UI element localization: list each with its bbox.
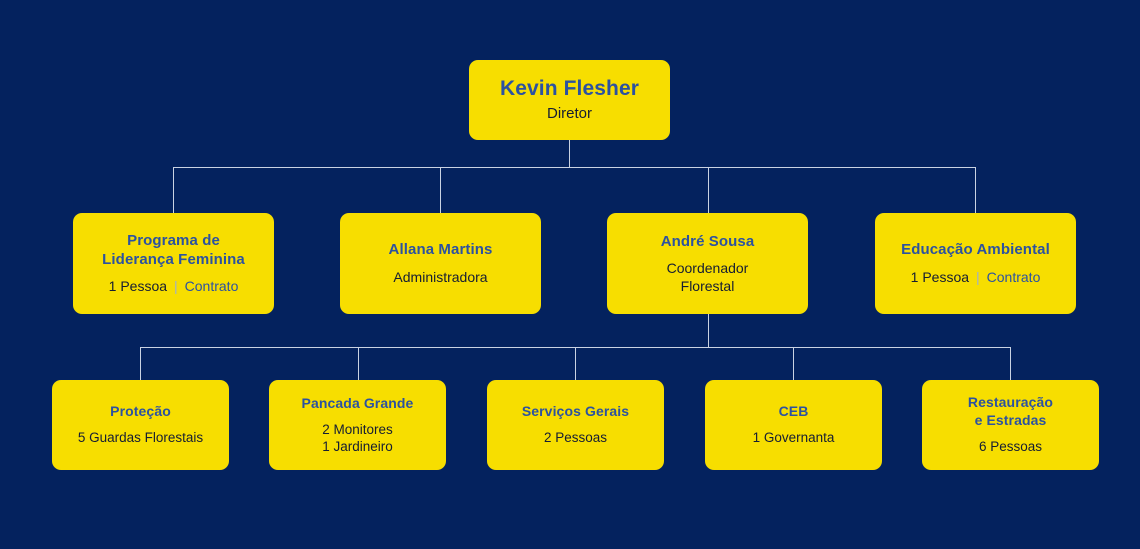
org-node-subtitle: 5 Guardas Florestais	[77, 430, 204, 446]
org-node-subtitle-line2: Florestal	[680, 277, 735, 294]
connector-drop-educacao	[975, 167, 976, 213]
org-node-allana-martins[interactable]: Allana Martins Administradora	[340, 213, 541, 314]
connector-drop-servicos	[575, 347, 576, 380]
org-node-title: Pancada Grande	[301, 394, 414, 411]
org-node-meta: 1 Pessoa | Contrato	[109, 278, 239, 296]
org-node-pancada-grande[interactable]: Pancada Grande 2 Monitores 1 Jardineiro	[269, 380, 446, 470]
org-node-title: Serviços Gerais	[521, 403, 630, 420]
meta-divider: |	[174, 278, 178, 295]
org-node-programa-lideranca-feminina[interactable]: Programa de Liderança Feminina 1 Pessoa …	[73, 213, 274, 314]
connector-drop-protecao	[140, 347, 141, 380]
connector-drop-allana	[440, 167, 441, 213]
org-node-title: Programa de Liderança Feminina	[102, 231, 245, 269]
org-node-restauracao-e-estradas[interactable]: Restauração e Estradas 6 Pessoas	[922, 380, 1099, 470]
org-node-title: Kevin Flesher	[499, 77, 640, 101]
org-node-title-line2: e Estradas	[974, 412, 1047, 429]
org-node-title-line1: Restauração	[967, 394, 1054, 411]
org-node-contract-type: Contrato	[986, 268, 1041, 285]
org-node-ceb[interactable]: CEB 1 Governanta	[705, 380, 882, 470]
connector-andre-stem	[708, 314, 709, 347]
org-node-meta: 1 Pessoa | Contrato	[911, 269, 1041, 287]
org-node-title: Educação Ambiental	[901, 241, 1050, 259]
org-node-subtitle-line1: Coordenador	[666, 259, 749, 276]
org-node-subtitle: 2 Pessoas	[543, 430, 608, 446]
org-node-andre-sousa[interactable]: André Sousa Coordenador Florestal	[607, 213, 808, 314]
org-node-subtitle-line1: 2 Monitores	[322, 421, 393, 437]
org-node-protecao[interactable]: Proteção 5 Guardas Florestais	[52, 380, 229, 470]
org-node-title: Allana Martins	[388, 241, 493, 259]
org-node-subtitle: Coordenador Florestal	[667, 260, 749, 296]
org-node-kevin-flesher[interactable]: Kevin Flesher Diretor	[469, 60, 670, 140]
connector-level1-bus	[173, 167, 976, 168]
connector-drop-ceb	[793, 347, 794, 380]
connector-drop-restauracao	[1010, 347, 1011, 380]
org-node-title: CEB	[778, 403, 809, 420]
org-node-title-line2: Liderança Feminina	[102, 251, 245, 269]
connector-drop-pancada	[358, 347, 359, 380]
org-node-title: Restauração e Estradas	[968, 394, 1053, 430]
org-node-title-line1: Programa de	[127, 231, 220, 249]
org-node-subtitle: 2 Monitores 1 Jardineiro	[322, 421, 393, 456]
org-node-title: Proteção	[110, 403, 171, 420]
connector-drop-lideranca	[173, 167, 174, 213]
connector-drop-andre	[708, 167, 709, 213]
org-node-title: André Sousa	[660, 232, 755, 250]
meta-divider: |	[976, 268, 980, 285]
org-node-subtitle: Diretor	[546, 105, 592, 123]
org-node-subtitle: Administradora	[393, 268, 488, 285]
org-node-contract-type: Contrato	[184, 278, 239, 295]
org-node-headcount: 1 Pessoa	[108, 278, 168, 295]
org-node-subtitle: 1 Governanta	[752, 430, 835, 446]
connector-root-stem	[569, 140, 570, 167]
org-node-subtitle-line2: 1 Jardineiro	[322, 438, 393, 454]
org-node-servicos-gerais[interactable]: Serviços Gerais 2 Pessoas	[487, 380, 664, 470]
org-node-educacao-ambiental[interactable]: Educação Ambiental 1 Pessoa | Contrato	[875, 213, 1076, 314]
org-node-headcount: 1 Pessoa	[910, 268, 970, 285]
org-node-subtitle: 6 Pessoas	[978, 439, 1043, 455]
